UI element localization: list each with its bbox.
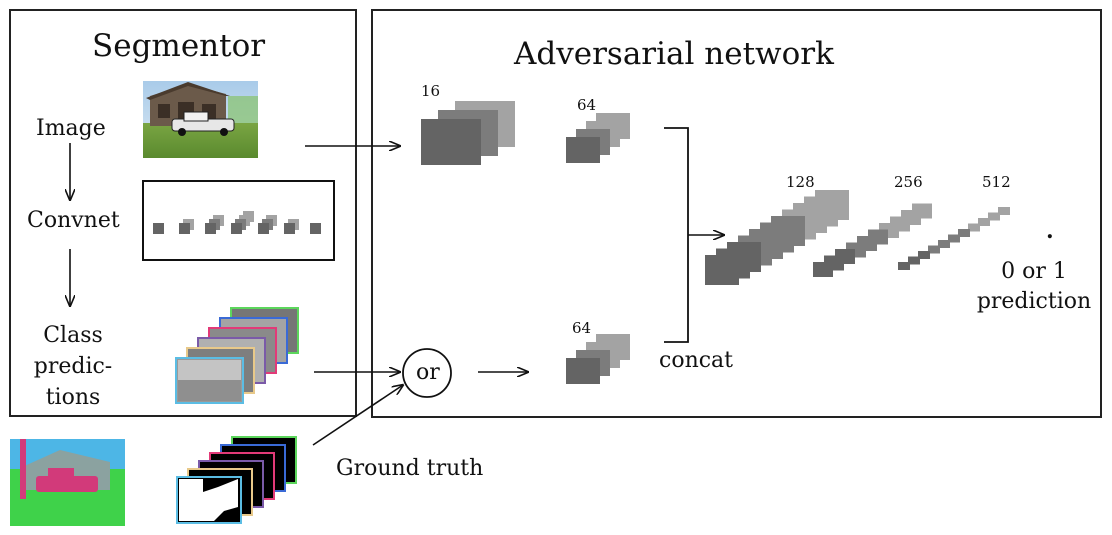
convnet-layer-blocks bbox=[153, 211, 321, 234]
layer-512-block bbox=[978, 218, 990, 226]
adversarial-panel bbox=[371, 9, 1102, 418]
layer-512-block bbox=[988, 212, 1000, 221]
class-label-line-1: Class bbox=[43, 323, 103, 348]
convnet-box bbox=[142, 180, 335, 261]
adversarial-title: Adversarial network bbox=[514, 36, 834, 72]
convnet-1-block bbox=[179, 223, 190, 234]
layer-512-block bbox=[898, 262, 910, 270]
prediction-map-sky bbox=[178, 360, 241, 380]
convnet-label: Convnet bbox=[27, 208, 120, 233]
convnet-2-block bbox=[205, 223, 216, 234]
channels-128-label: 128 bbox=[786, 173, 815, 191]
output-dot: . bbox=[1046, 218, 1054, 244]
layer-16-block bbox=[421, 119, 481, 165]
convnet-5-block bbox=[284, 223, 295, 234]
ground-truth-mask-region bbox=[179, 479, 238, 521]
concat-label: concat bbox=[659, 348, 734, 373]
ground-truth-label: Ground truth bbox=[336, 456, 484, 481]
channels-16-label: 16 bbox=[421, 82, 441, 100]
layer-64-top-block bbox=[566, 137, 600, 163]
layer-512-block bbox=[998, 207, 1010, 215]
layer-512-block bbox=[958, 229, 970, 237]
output-label: 0 or 1 prediction bbox=[968, 257, 1100, 317]
channels-512-label: 512 bbox=[982, 173, 1011, 191]
channels-64-top-label: 64 bbox=[577, 96, 597, 114]
layer-256-block bbox=[813, 262, 833, 277]
channels-256-label: 256 bbox=[894, 173, 923, 191]
output-line-1: 0 or 1 bbox=[1001, 259, 1067, 284]
layer-512-block bbox=[938, 240, 950, 248]
ground-truth-maps bbox=[176, 436, 297, 524]
output-line-2: prediction bbox=[976, 289, 1092, 314]
arrow-groundtruth-to-or bbox=[312, 385, 403, 446]
image-label: Image bbox=[36, 116, 106, 141]
convnet-3-block bbox=[231, 223, 242, 234]
layer-512-block bbox=[908, 256, 920, 265]
layer-512-block bbox=[948, 234, 960, 243]
class-label-line-3: tions bbox=[45, 385, 101, 410]
layer-64-bottom-block bbox=[566, 358, 600, 384]
segmentor-title: Segmentor bbox=[92, 28, 266, 64]
layer-512-block bbox=[918, 251, 930, 259]
convnet-6-block bbox=[310, 223, 321, 234]
layer-128-block bbox=[705, 255, 739, 285]
class-label-line-2: predic- bbox=[33, 354, 113, 379]
ground-truth-image bbox=[10, 439, 125, 526]
or-label: or bbox=[416, 360, 440, 385]
class-predictions-label: Class predic- tions bbox=[28, 320, 118, 413]
adversarial-layer-blocks bbox=[421, 101, 1010, 384]
class-prediction-maps bbox=[175, 307, 299, 404]
prediction-map-ground bbox=[178, 380, 241, 401]
convnet-4-block bbox=[258, 223, 269, 234]
or-circle bbox=[402, 348, 452, 398]
input-image bbox=[143, 81, 258, 158]
channels-64-bottom-label: 64 bbox=[572, 319, 592, 337]
convnet-0-block bbox=[153, 223, 164, 234]
layer-512-block bbox=[968, 223, 980, 232]
layer-512-block bbox=[928, 245, 940, 254]
